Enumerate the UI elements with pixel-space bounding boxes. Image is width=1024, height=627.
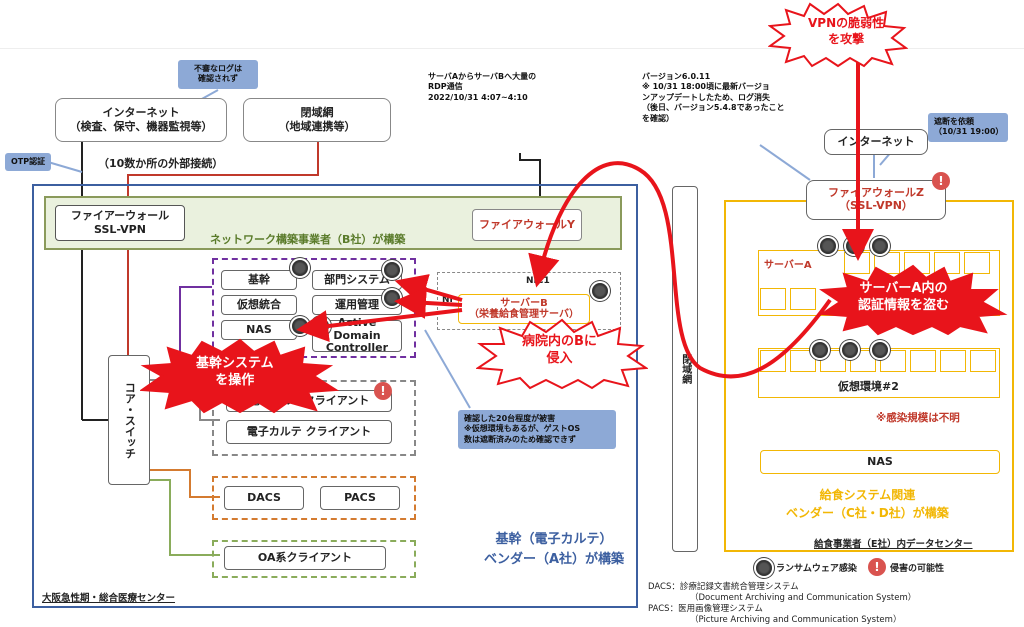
legend-pacs-en: （Picture Archiving and Communication Sys…	[690, 615, 902, 625]
ransomware-icon	[842, 342, 858, 358]
ransomware-icon	[872, 342, 888, 358]
oa-client: OA系クライアント	[224, 546, 386, 570]
burst-vpn	[768, 2, 908, 68]
legend-intrusion-icon: !	[868, 558, 886, 576]
virtual-cell	[790, 350, 816, 372]
ransomware-icon	[872, 238, 888, 254]
ransomware-icon	[292, 260, 308, 276]
legend-ransomware-icon	[756, 560, 772, 576]
closed-network-bar: 閉域網	[672, 186, 698, 552]
intrusion-warning-icon: !	[374, 382, 392, 400]
no-logs-callout: 不審なログは 確認されず	[178, 60, 258, 89]
virtual-env-label: 仮想環境#2	[838, 380, 899, 393]
top-divider	[0, 48, 1024, 49]
server-b: サーバーB （栄養給食管理サーバ）	[458, 294, 590, 324]
burst-operate-text: 基幹システム を操作	[196, 356, 274, 388]
firewall-y: ファイアウォールY	[472, 209, 582, 241]
pacs-box: PACS	[320, 486, 400, 510]
closed-network-node: 閉域網 （地域連携等）	[243, 98, 391, 142]
legend-dacs-def: DACS：診療記録文書統合管理システム	[648, 582, 799, 592]
server-a-cell	[790, 288, 816, 310]
core-switch: コア・スイッチ	[108, 355, 150, 485]
hospital-frame	[32, 184, 638, 608]
burst-vpn-text: VPNの脆弱性 を攻撃	[808, 16, 885, 46]
block-request-callout: 遮断を依頼 （10/31 19:00）	[928, 113, 1008, 142]
legend-intrusion-label: 侵害の可能性	[890, 564, 945, 574]
infection-unknown-label: ※感染規模は不明	[876, 412, 960, 424]
server-a-cell	[760, 288, 786, 310]
otp-callout: OTP認証	[5, 153, 52, 172]
burst-steal	[819, 264, 1008, 336]
nic-left-label: NI	[442, 295, 453, 305]
dacs-box: DACS	[224, 486, 304, 510]
ransomware-icon	[592, 283, 608, 299]
virtual-cell	[880, 350, 906, 372]
virtual-cell	[940, 350, 966, 372]
vendor-a-label: 基幹（電子カルテ） ベンダー（A社）が構築	[484, 532, 625, 567]
vendor-nas: NAS	[760, 450, 1000, 474]
oa-group	[212, 540, 416, 578]
virtual-cell	[970, 350, 996, 372]
dacs-pacs-group	[212, 476, 416, 520]
kaso-system: 仮想統合	[221, 295, 297, 315]
burst-operate	[140, 338, 340, 414]
ransomware-icon	[820, 238, 836, 254]
ehr-client-2: 電子カルテ クライアント	[226, 420, 392, 444]
ransomware-icon	[812, 342, 828, 358]
dc-name-label: 給食事業者（E社）内データセンター	[814, 539, 973, 550]
vendor-cd-label: 給食システム関連 ベンダー（C社・D社）が構築	[786, 488, 949, 520]
burst-intrude-text: 病院内のBに 侵入	[522, 334, 597, 366]
legend-ransomware-label: ランサムウェア感染	[776, 564, 857, 574]
network-vendor-label: ネットワーク構築事業者（B社）が構築	[210, 233, 406, 246]
bumon-system: 部門システム	[312, 270, 402, 290]
kikan-system: 基幹	[221, 270, 297, 290]
internet-node: インターネット （検査、保守、機器監視等）	[55, 98, 227, 142]
external-connections-label: （10数か所の外部接続）	[98, 157, 224, 170]
server-a-cell	[964, 252, 990, 274]
virtual-cell	[910, 350, 936, 372]
rdp-traffic-callout: サーバAからサーバBへ大量の RDP通信 2022/10/31 4:07~4:1…	[426, 70, 556, 106]
version-note-callout: バージョン6.0.11 ※ 10/31 18:00頃に最新バージョ ンアップデー…	[640, 70, 805, 126]
ransomware-icon	[384, 262, 400, 278]
virtual-cell	[820, 350, 846, 372]
intrusion-warning-icon: !	[932, 172, 950, 190]
legend-dacs-en: （Document Archiving and Communication Sy…	[690, 593, 917, 603]
burst-intrude	[476, 318, 648, 390]
server-a-label: サーバーA	[764, 260, 812, 271]
hospital-firewall-vpn: ファイアーウォール SSL-VPN	[55, 205, 185, 241]
legend-pacs-def: PACS：医用画像管理システム	[648, 604, 763, 614]
hospital-name: 大阪急性期・総合医療センター	[42, 593, 176, 604]
unyo-system: 運用管理	[312, 295, 402, 315]
nas-system: NAS	[221, 320, 297, 340]
burst-steal-text: サーバーA内の 認証情報を盗む	[858, 281, 950, 313]
damage-note-callout: 確認した20台程度が被害 ※仮想環境もあるが、ゲストOS 数は遮断済みのため確認…	[458, 410, 616, 450]
virtual-cell	[850, 350, 876, 372]
